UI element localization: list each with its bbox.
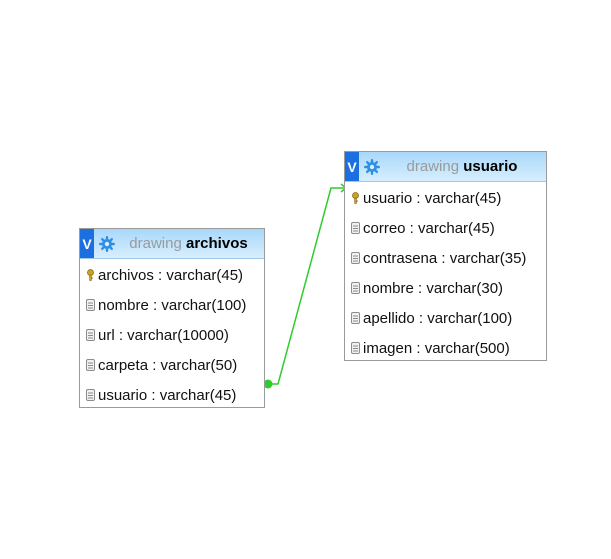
column-row[interactable]: usuario : varchar(45) bbox=[345, 183, 546, 213]
table-title[interactable]: drawing usuario bbox=[380, 158, 546, 175]
toggle-columns-button[interactable]: V bbox=[345, 152, 359, 181]
column-icon bbox=[351, 342, 360, 354]
column-row[interactable]: correo : varchar(45) bbox=[345, 213, 546, 243]
column-label: contrasena : varchar(35) bbox=[363, 249, 527, 267]
column-row[interactable]: imagen : varchar(500) bbox=[345, 333, 546, 363]
column-list: archivos : varchar(45) nombre : varchar(… bbox=[80, 259, 264, 410]
column-icon bbox=[86, 329, 95, 341]
database-name: drawing bbox=[129, 235, 182, 252]
column-icon bbox=[351, 312, 360, 324]
gear-icon[interactable] bbox=[99, 235, 115, 252]
column-icon bbox=[351, 222, 360, 234]
table-usuario[interactable]: V drawing usuario bbox=[344, 151, 547, 361]
column-icon bbox=[351, 252, 360, 264]
column-label: nombre : varchar(100) bbox=[98, 296, 247, 314]
table-header[interactable]: V drawing archivos bbox=[80, 229, 264, 259]
column-row[interactable]: archivos : varchar(45) bbox=[80, 260, 264, 290]
column-row[interactable]: carpeta : varchar(50) bbox=[80, 350, 264, 380]
table-header[interactable]: V drawing usuario bbox=[345, 152, 546, 182]
primary-key-icon bbox=[352, 192, 359, 204]
column-label: carpeta : varchar(50) bbox=[98, 356, 238, 374]
column-label: correo : varchar(45) bbox=[363, 219, 495, 237]
column-label: imagen : varchar(500) bbox=[363, 339, 510, 357]
column-label: apellido : varchar(100) bbox=[363, 309, 513, 327]
toggle-columns-button[interactable]: V bbox=[80, 229, 94, 258]
column-label: archivos : varchar(45) bbox=[98, 266, 244, 284]
column-row[interactable]: apellido : varchar(100) bbox=[345, 303, 546, 333]
database-name: drawing bbox=[406, 158, 460, 175]
table-name: archivos bbox=[186, 235, 248, 252]
relation-connector bbox=[267, 187, 346, 385]
gear-icon[interactable] bbox=[364, 158, 380, 175]
column-row[interactable]: nombre : varchar(100) bbox=[80, 290, 264, 320]
table-archivos[interactable]: V drawing archivos bbox=[79, 228, 265, 408]
column-label: url : varchar(10000) bbox=[98, 326, 229, 344]
column-label: usuario : varchar(45) bbox=[363, 189, 502, 207]
column-icon bbox=[86, 299, 95, 311]
column-row[interactable]: nombre : varchar(30) bbox=[345, 273, 546, 303]
table-title[interactable]: drawing archivos bbox=[115, 235, 264, 252]
column-icon bbox=[351, 282, 360, 294]
column-row[interactable]: url : varchar(10000) bbox=[80, 320, 264, 350]
primary-key-icon bbox=[87, 269, 94, 281]
column-label: nombre : varchar(30) bbox=[363, 279, 504, 297]
column-row[interactable]: usuario : varchar(45) bbox=[80, 380, 264, 410]
column-icon bbox=[86, 359, 95, 371]
column-label: usuario : varchar(45) bbox=[98, 386, 237, 404]
column-list: usuario : varchar(45) correo : varchar(4… bbox=[345, 182, 546, 363]
table-name: usuario bbox=[463, 158, 518, 175]
column-row[interactable]: contrasena : varchar(35) bbox=[345, 243, 546, 273]
column-icon bbox=[86, 389, 95, 401]
